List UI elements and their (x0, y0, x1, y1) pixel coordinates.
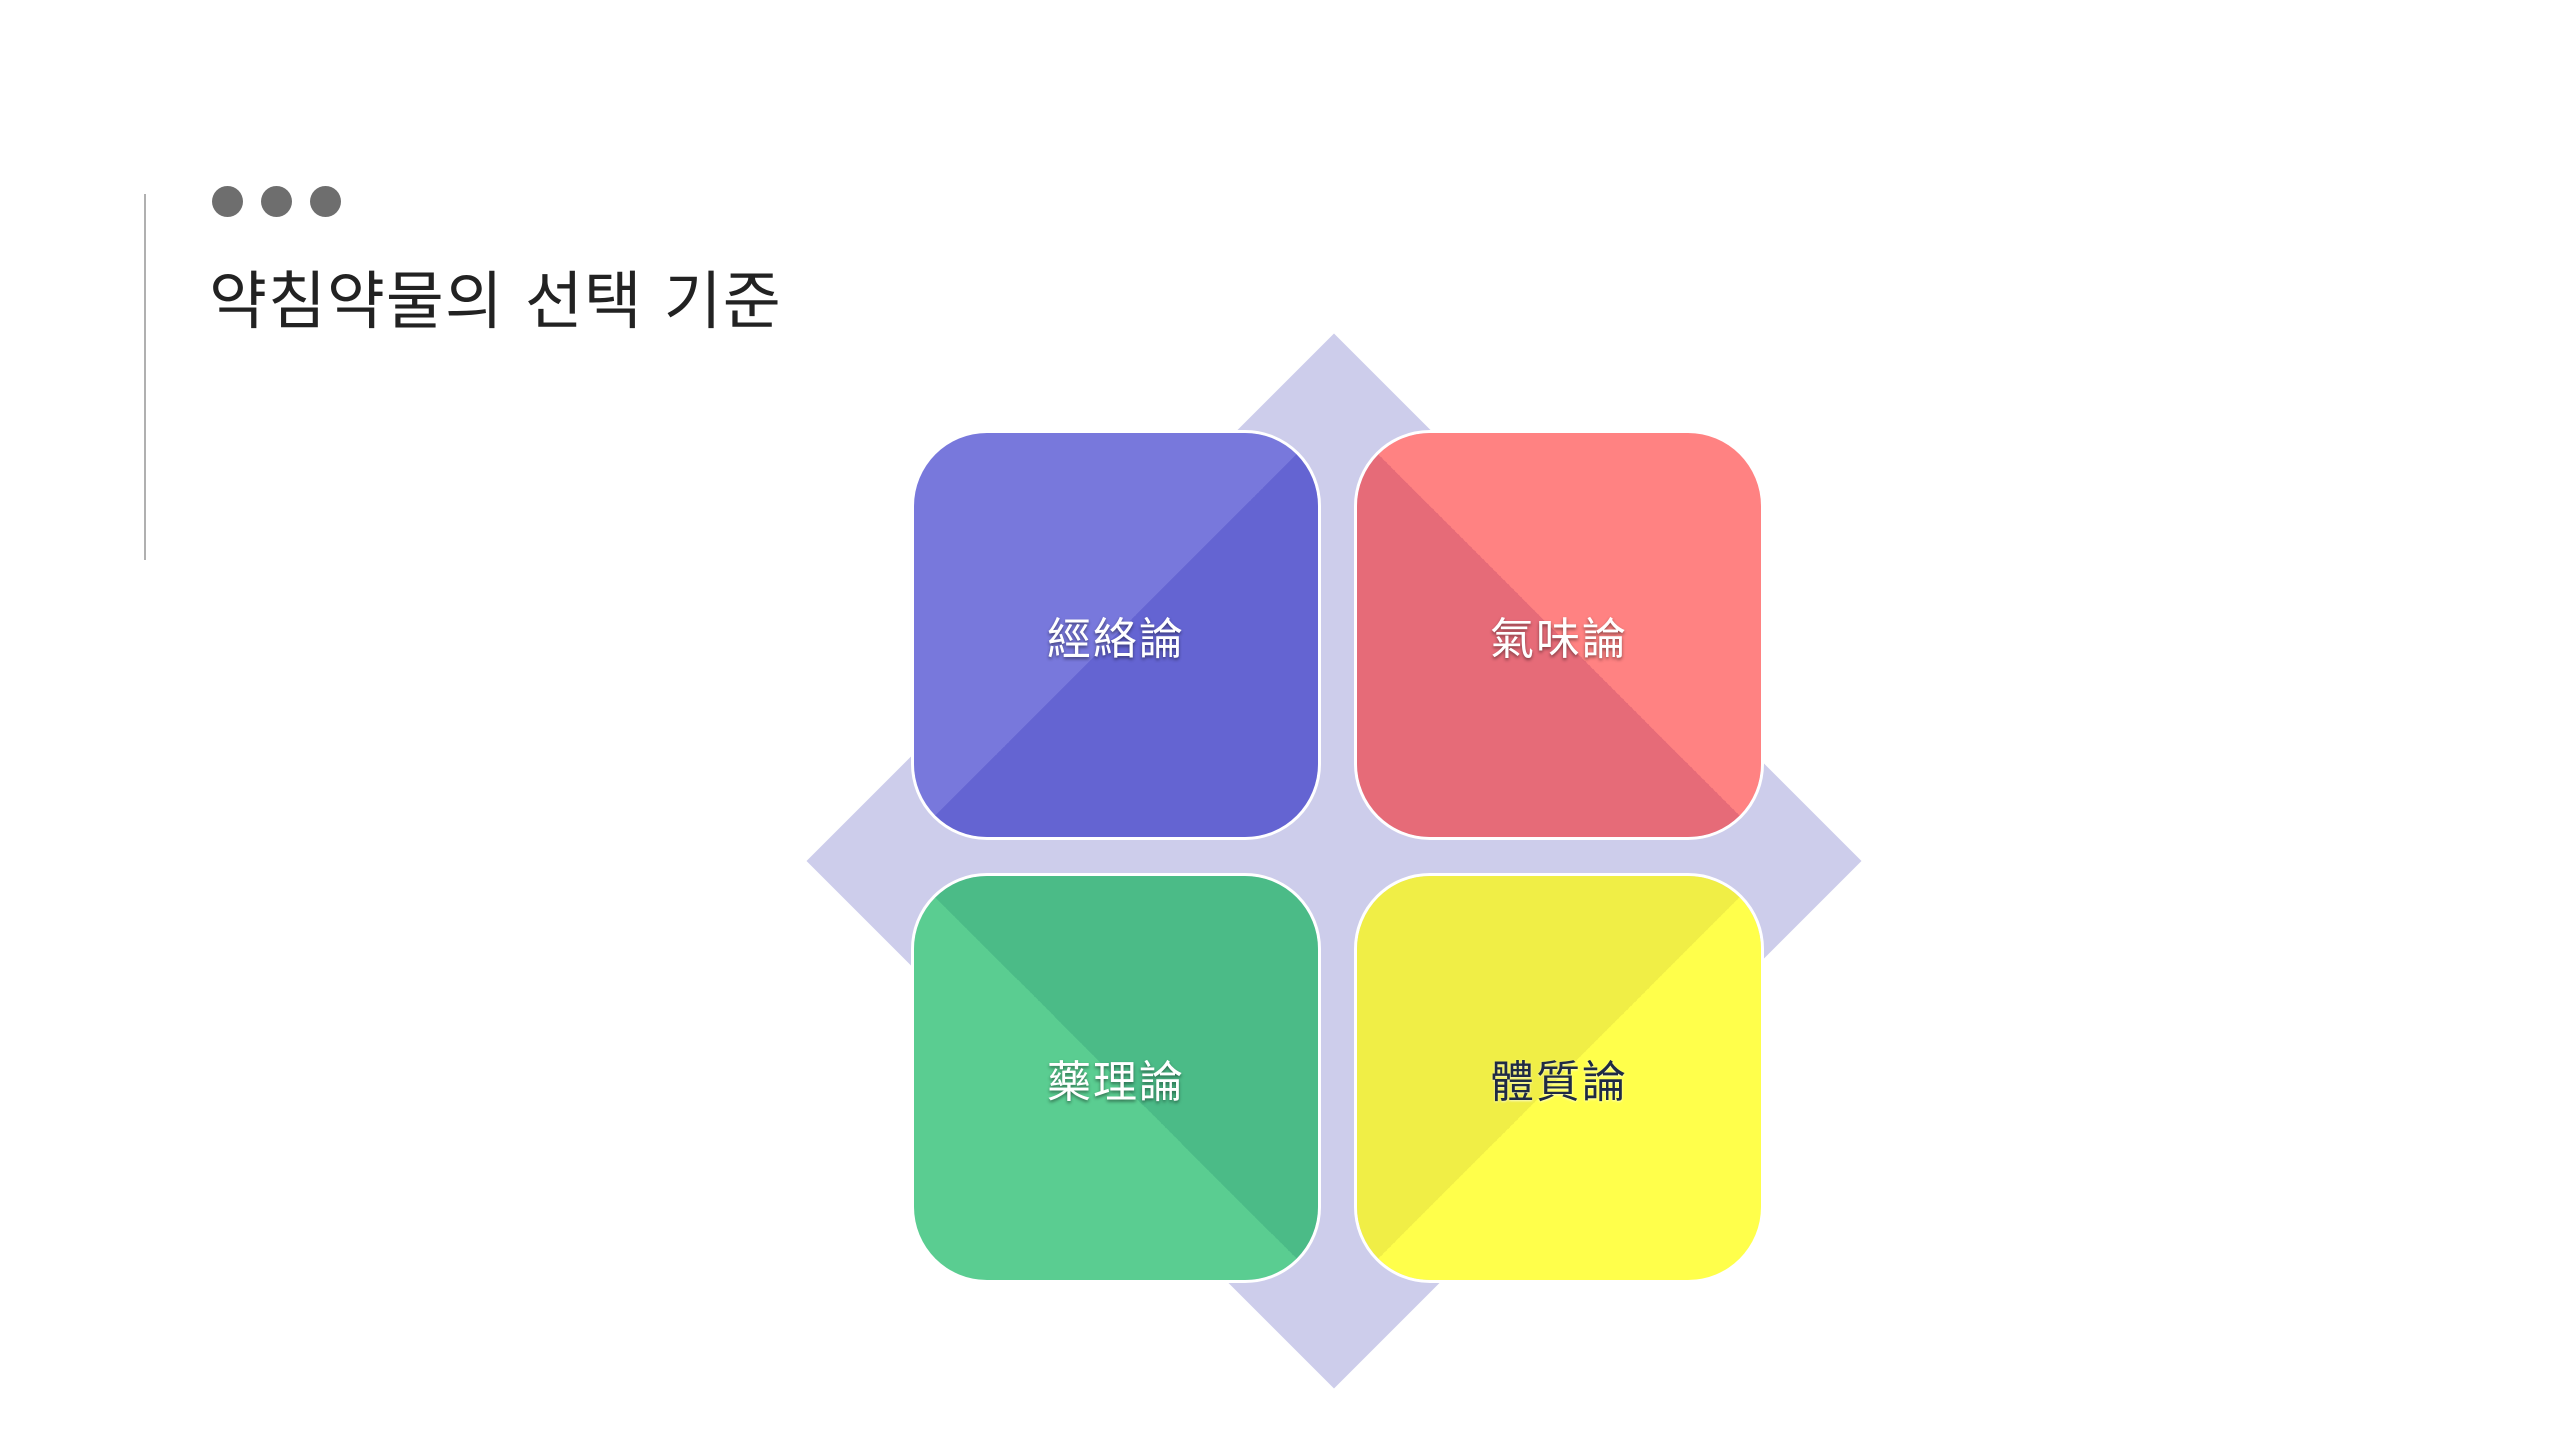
tile-label: 經絡論 (1047, 614, 1185, 665)
tile-fill (914, 876, 1318, 1280)
tile-fill (914, 433, 1318, 837)
dot-icon (212, 186, 243, 217)
tile-label: 藥理論 (1047, 1057, 1185, 1108)
tile-pharmacology-theory[interactable]: 藥理論 (911, 873, 1321, 1283)
tile-fill (1357, 876, 1761, 1280)
decorative-dots (212, 186, 341, 217)
tile-meridian-theory[interactable]: 經絡論 (911, 430, 1321, 840)
tile-constitution-theory[interactable]: 體質論 (1354, 873, 1764, 1283)
tile-fill (1357, 433, 1761, 837)
dot-icon (261, 186, 292, 217)
accent-line (144, 194, 146, 560)
tile-qi-flavor-theory[interactable]: 氣味論 (1354, 430, 1764, 840)
slide-title: 약침약물의 선택 기준 (209, 265, 782, 338)
tile-label: 體質論 (1490, 1057, 1628, 1108)
tile-label: 氣味論 (1490, 614, 1628, 665)
dot-icon (310, 186, 341, 217)
